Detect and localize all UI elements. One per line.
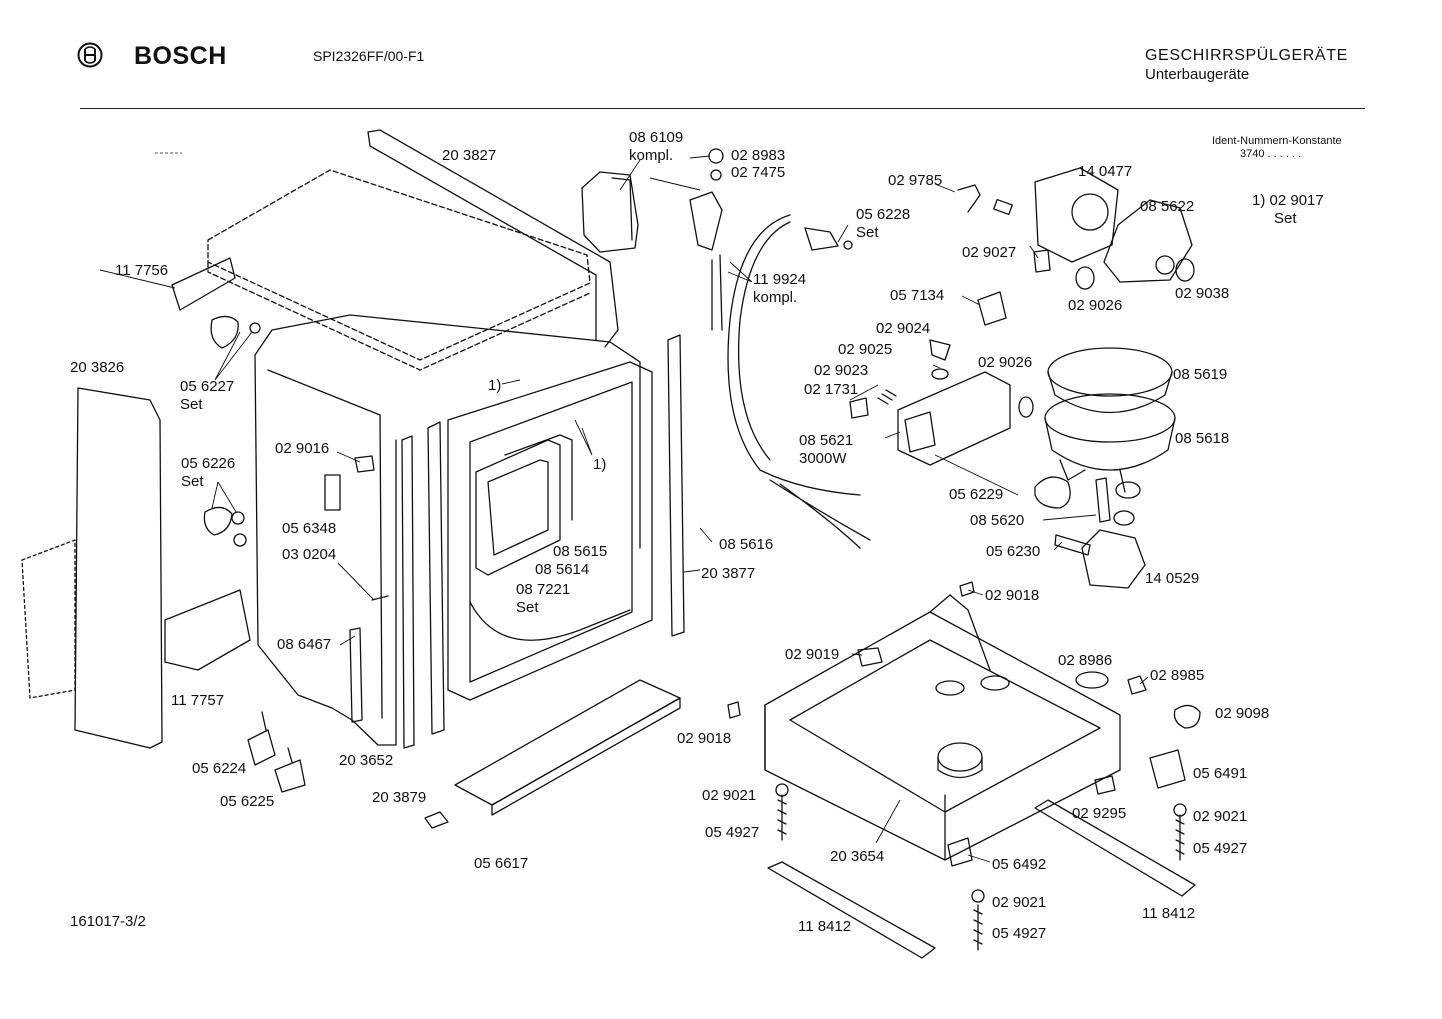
- part-label: 14 0477: [1078, 163, 1133, 180]
- brand-name: BOSCH: [134, 42, 227, 70]
- part-label: 05 6491: [1193, 765, 1248, 782]
- part-label: 20 3879: [372, 789, 427, 806]
- part-label: 11 7757: [171, 692, 225, 709]
- part-label: 08 5618: [1175, 430, 1230, 447]
- part-label: 11 7756: [115, 262, 169, 279]
- part-label: 20 3827: [442, 147, 497, 164]
- model-number: SPI2326FF/00-F1: [313, 48, 425, 64]
- part-label: 02 9098: [1215, 705, 1270, 722]
- part-label: 05 4927: [992, 925, 1047, 942]
- part-label: 02 8985: [1150, 667, 1205, 684]
- part-label: 1): [593, 456, 607, 473]
- part-label: 02 9025: [838, 341, 893, 358]
- part-label: 05 4927: [1193, 840, 1248, 857]
- part-label: 02 9016: [275, 440, 330, 457]
- part-label: 05 6230: [986, 543, 1041, 560]
- part-label: 20 3654: [830, 848, 885, 865]
- part-label: 02 9785: [888, 172, 943, 189]
- part-label: 02 7475: [731, 164, 786, 181]
- part-label: 08 5615: [553, 543, 608, 560]
- part-label: 05 6348: [282, 520, 337, 537]
- part-label: 02 9021: [992, 894, 1047, 911]
- ident-title: Ident-Nummern-Konstante: [1212, 135, 1342, 147]
- part-label: 02 9021: [702, 787, 757, 804]
- header-divider: [80, 108, 1365, 109]
- part-label: 05 6492: [992, 856, 1047, 873]
- part-label: 02 9295: [1072, 805, 1127, 822]
- part-label: 08 5619: [1173, 366, 1228, 383]
- part-label: 03 0204: [282, 546, 337, 563]
- part-label: 02 9018: [677, 730, 732, 747]
- part-label: 11 8412: [798, 918, 852, 935]
- part-label: 02 8983: [731, 147, 786, 164]
- ident-value: 3740 . . . . . .: [1240, 148, 1302, 160]
- part-label: 05 4927: [705, 824, 760, 841]
- part-label: 02 9024: [876, 320, 931, 337]
- category-subtitle: Unterbaugeräte: [1145, 66, 1250, 83]
- part-label: 02 8986: [1058, 652, 1113, 669]
- part-label: 02 9026: [1068, 297, 1123, 314]
- part-label: 08 5616: [719, 536, 774, 553]
- category-title: GESCHIRRSPÜLGERÄTE: [1145, 47, 1348, 64]
- part-label: 11 8412: [1142, 905, 1196, 922]
- drawing-number: 161017-3/2: [70, 913, 146, 930]
- part-label: 05 6617: [474, 855, 529, 872]
- part-label: 02 9021: [1193, 808, 1248, 825]
- part-label: 02 9019: [785, 646, 840, 663]
- part-label: 08 5614: [535, 561, 590, 578]
- part-label: 20 3877: [701, 565, 756, 582]
- part-label: 08 5620: [970, 512, 1025, 529]
- part-label: 02 9027: [962, 244, 1017, 261]
- bosch-logo-icon: [77, 42, 103, 68]
- part-label: 02 9038: [1175, 285, 1230, 302]
- part-label: 05 6224: [192, 760, 247, 777]
- part-label: 05 6229: [949, 486, 1004, 503]
- part-label: 02 9023: [814, 362, 869, 379]
- part-label: 20 3652: [339, 752, 394, 769]
- part-label: 05 7134: [890, 287, 945, 304]
- part-label: 02 9026: [978, 354, 1033, 371]
- part-label: 08 6467: [277, 636, 332, 653]
- part-label: 20 3826: [70, 359, 125, 376]
- part-label: 02 9018: [985, 587, 1040, 604]
- part-label: 08 5622: [1140, 198, 1195, 215]
- part-label: 02 1731: [804, 381, 859, 398]
- part-label: 1): [488, 377, 502, 394]
- part-label: 05 6225: [220, 793, 275, 810]
- part-label: 14 0529: [1145, 570, 1200, 587]
